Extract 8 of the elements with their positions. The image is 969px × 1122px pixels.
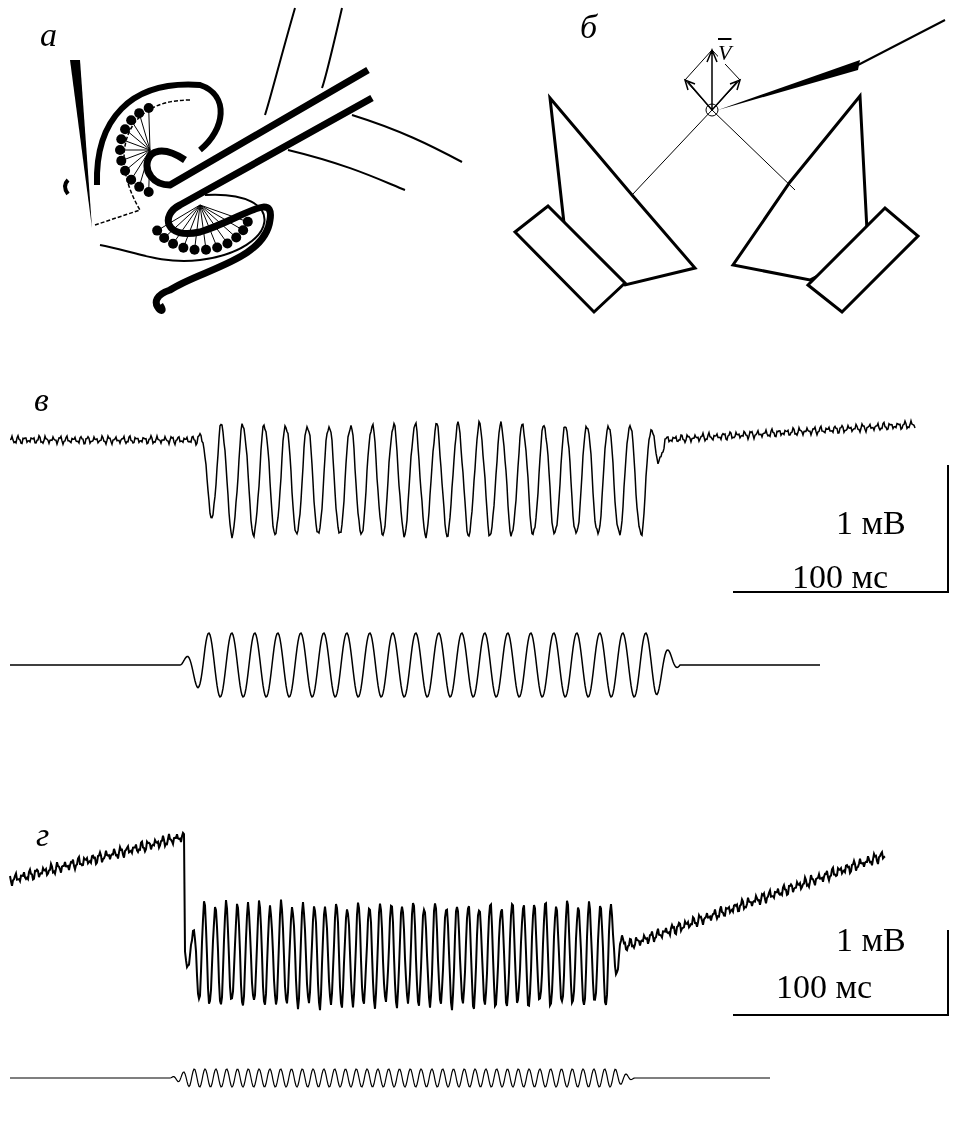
panel-letter: г — [36, 818, 50, 852]
scale-label: 100 мс — [792, 560, 889, 594]
scale-label: 1 мВ — [836, 506, 906, 540]
panel-letter: б — [580, 10, 598, 44]
scale-label: 1 мВ — [836, 923, 906, 957]
scale-label: 100 мс — [776, 970, 873, 1004]
panel-letter: в — [34, 383, 49, 417]
panel-letter: а — [40, 18, 57, 52]
